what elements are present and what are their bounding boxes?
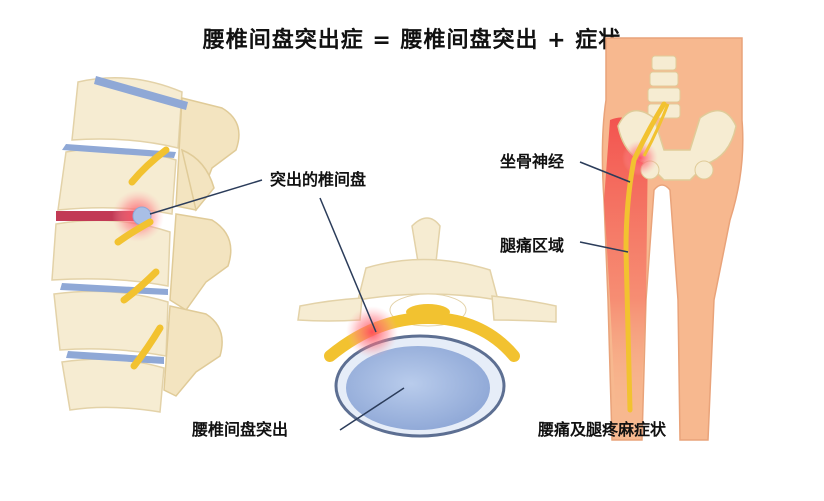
nerve-root: [120, 268, 160, 304]
intervertebral-disc: [60, 283, 168, 295]
leader-herniated-disc: [149, 179, 263, 215]
vertebra-back: [649, 71, 679, 87]
leader-herniated-disc-top: [319, 197, 377, 333]
intervertebral-disc: [94, 76, 188, 110]
disc-herniated-level: [56, 211, 140, 221]
diagram-title: 腰椎间盘突出症 = 腰椎间盘突出 + 症状: [202, 28, 622, 53]
label-leg-pain-area: 腿痛区域: [500, 236, 565, 255]
sciatic-nerve: [623, 101, 667, 413]
disc-nucleus: [346, 346, 490, 430]
vertebra-back: [647, 87, 681, 103]
label-herniated-disc: 突出的椎间盘: [270, 170, 367, 189]
spinous-process: [169, 213, 232, 312]
label-lumbar-disc-herniation: 腰椎间盘突出: [192, 420, 289, 439]
hip-joint-right: [694, 160, 714, 180]
label-sciatic-nerve: 坐骨神经: [500, 152, 565, 171]
herniation-glow-top: [346, 306, 398, 358]
nerve-root: [128, 146, 170, 186]
vertebra-top-view: [297, 197, 557, 438]
spinous-process: [180, 148, 215, 212]
spinal-cord: [406, 304, 450, 320]
vertebra-back: [651, 55, 677, 71]
spinous-process: [163, 305, 223, 397]
intervertebral-disc: [62, 144, 176, 158]
nerve-root: [114, 218, 154, 246]
sciatic-nerve-branch: [642, 103, 670, 157]
leader-leg-pain: [579, 241, 629, 253]
spine-side-view: [51, 76, 263, 413]
vertebra-body: [61, 358, 165, 413]
leader-sciatic: [579, 161, 631, 183]
leader-disc-herniation: [339, 387, 405, 431]
body-back-view: [579, 37, 744, 441]
transverse-process-right: [491, 295, 557, 323]
label-symptoms: 腰痛及腿疼麻症状: [538, 420, 667, 439]
nerve-root: [130, 324, 164, 370]
